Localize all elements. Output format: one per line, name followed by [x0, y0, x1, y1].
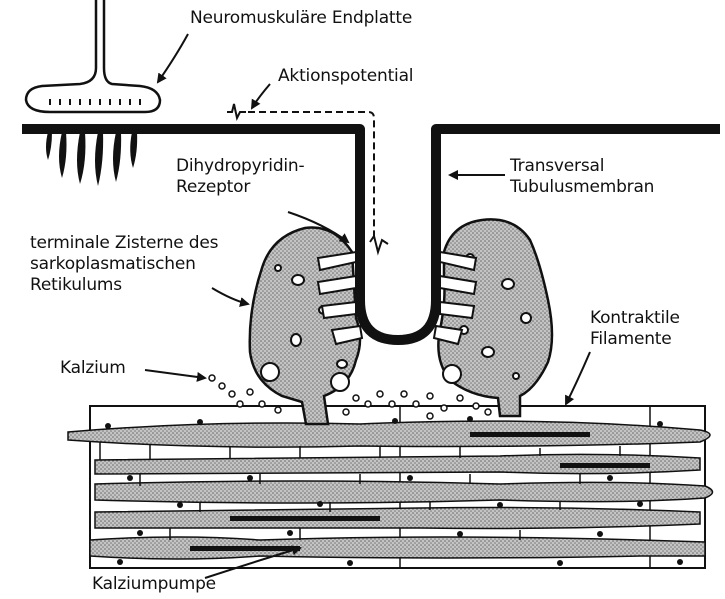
- label-t-tubule-line-2: Tubulusmembran: [510, 177, 654, 198]
- myofibril-bundle: [68, 406, 713, 568]
- label-t-tubule-line-1: Transversal: [510, 156, 654, 177]
- label-calcium: Kalzium: [60, 358, 126, 379]
- label-filaments-line-1: Kontraktile: [590, 308, 680, 329]
- label-cistern-line-2: sarkoplasmatischen: [30, 254, 218, 275]
- nerve-terminal: [26, 0, 160, 112]
- label-action-potential: Aktionspotential: [278, 66, 413, 87]
- label-contractile-filaments: Kontraktile Filamente: [590, 308, 680, 350]
- label-cistern-line-3: Retikulums: [30, 275, 218, 296]
- label-dhp-receptor: Dihydropyridin- Rezeptor: [176, 156, 304, 198]
- sarcoplasmic-reticulum-right: [438, 219, 552, 416]
- label-cistern-line-1: terminale Zisterne des: [30, 233, 218, 254]
- label-neuromuscular-endplate: Neuromuskuläre Endplatte: [190, 8, 412, 29]
- label-t-tubule-membrane: Transversal Tubulusmembran: [510, 156, 654, 198]
- label-dhp-receptor-line-1: Dihydropyridin-: [176, 156, 304, 177]
- label-dhp-receptor-line-2: Rezeptor: [176, 177, 304, 198]
- label-terminal-cistern: terminale Zisterne des sarkoplasmatische…: [30, 233, 218, 296]
- label-calcium-pump: Kalziumpumpe: [92, 574, 216, 595]
- label-filaments-line-2: Filamente: [590, 329, 680, 350]
